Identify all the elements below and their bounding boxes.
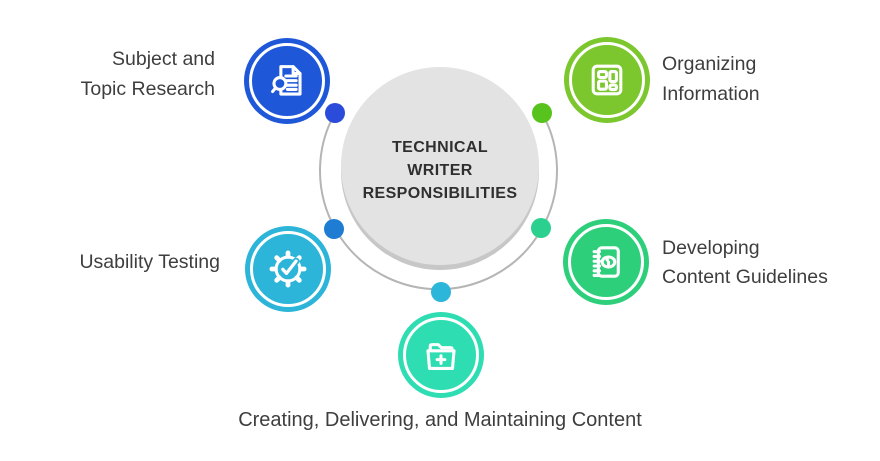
label-line: Information [662,83,760,105]
bubble-inner-ring [569,42,645,118]
center-title-line1: TECHNICAL [391,139,489,156]
info-oval [600,255,617,269]
connector-dot-creating [431,282,451,302]
connector-dot-usability [324,219,344,239]
layout-grid-icon [591,64,623,96]
connector-dot-subject [325,103,345,123]
notebook-info-icon [592,246,620,278]
bubble-usability-testing [245,226,331,312]
center-title-line3: RESPONSIBILITIES [362,185,518,202]
center-circle [341,67,539,265]
magnifier-handle [271,86,278,94]
gear-checkmark-icon [269,250,307,288]
grid-cell-tr [608,70,618,84]
label-creating-delivering-maintaining: Creating, Delivering, and Maintaining Co… [238,409,642,431]
folder-body [426,349,456,370]
label-line: Content Guidelines [662,266,828,288]
label-line: Developing [662,237,760,259]
document-search-icon [271,65,302,96]
center-title: TECHNICAL WRITER RESPONSIBILITIES [340,136,540,205]
grid-cell-tl [597,70,608,80]
folder-plus-icon [426,343,456,370]
bubble-inner-ring [249,43,325,119]
label-line: Topic Research [80,78,215,100]
grid-frame [591,64,623,96]
label-line: Organizing [662,53,757,75]
bubble-organizing-information [564,37,650,123]
label-line: Subject and [112,48,215,70]
grid-cell-bl [597,79,608,91]
document-lines [284,74,298,91]
document-fold [291,65,302,76]
bubble-inner-ring [568,224,644,300]
bubble-inner-ring [250,231,326,307]
gear-body [274,255,302,283]
label-subject-topic-research: Subject and Topic Research [81,44,215,104]
bubble-creating-delivering-maintaining [398,312,484,398]
connector-dot-organizing [532,103,552,123]
label-organizing-information: Organizing Information [662,49,760,109]
folder-tab [428,343,454,352]
bubble-subject-topic-research [244,38,330,124]
label-developing-content-guidelines: Developing Content Guidelines [662,234,828,292]
magnifier-lens [272,76,288,91]
connector-dot-developing [531,218,551,238]
bubble-inner-ring [403,317,479,393]
bubble-developing-content-guidelines [563,219,649,305]
label-line: Usability Testing [79,251,220,273]
checkmark [281,259,298,276]
grid-cell-br [608,83,618,92]
notebook-spiral [592,250,602,277]
center-title-line2: WRITER [407,162,473,179]
label-usability-testing: Usability Testing [79,247,220,277]
